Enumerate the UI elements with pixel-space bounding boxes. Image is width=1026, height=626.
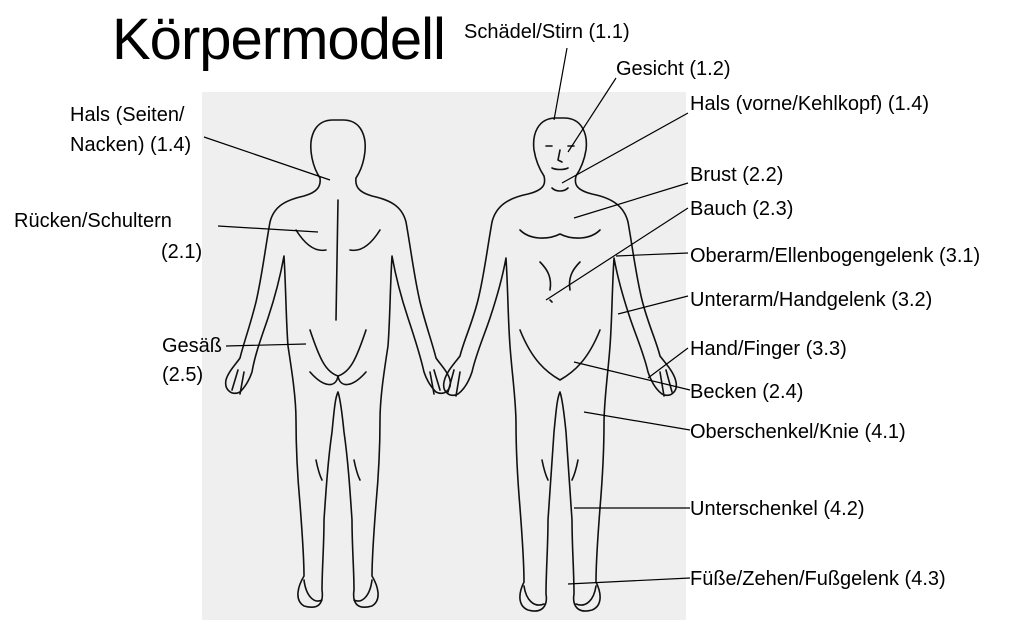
label-gesaess-line2: (2.5)	[162, 363, 222, 387]
leader-oberarm	[616, 253, 688, 256]
label-oberschenkel: Oberschenkel/Knie (4.1)	[690, 420, 906, 444]
label-brust: Brust (2.2)	[690, 163, 783, 187]
label-gesicht: Gesicht (1.2)	[616, 57, 730, 81]
page-title: Körpermodell	[112, 8, 445, 72]
label-gesaess: Gesäß (2.5)	[162, 334, 222, 387]
leader-hand	[648, 348, 688, 378]
front-figure	[444, 118, 677, 611]
label-bauch: Bauch (2.3)	[690, 197, 793, 221]
label-fuesse: Füße/Zehen/Fußgelenk (4.3)	[690, 567, 946, 591]
back-figure-outline	[226, 120, 451, 607]
back-figure	[226, 120, 451, 607]
leader-schaedel	[554, 48, 567, 120]
leader-unterarm	[618, 296, 688, 314]
label-hand: Hand/Finger (3.3)	[690, 337, 847, 361]
label-unterschenkel: Unterschenkel (4.2)	[690, 497, 865, 521]
leader-brust	[574, 183, 688, 218]
label-becken: Becken (2.4)	[690, 380, 803, 404]
leader-gesicht	[568, 78, 616, 152]
label-oberarm: Oberarm/Ellenbogengelenk (3.1)	[690, 244, 980, 268]
leader-hals-vorne	[562, 113, 688, 183]
label-hals-seiten-line1: Hals (Seiten/	[70, 103, 191, 127]
label-hals-seiten: Hals (Seiten/ Nacken) (1.4)	[70, 103, 191, 157]
leader-gesaess	[226, 344, 306, 346]
leader-lines	[204, 48, 690, 584]
label-hals-vorne: Hals (vorne/Kehlkopf) (1.4)	[690, 92, 929, 116]
front-figure-outline	[444, 118, 677, 611]
label-unterarm: Unterarm/Handgelenk (3.2)	[690, 288, 932, 312]
leader-oberschenkel	[584, 412, 690, 430]
label-ruecken-line2: (2.1)	[14, 240, 202, 264]
label-ruecken: Rücken/Schultern (2.1)	[14, 209, 202, 264]
label-gesaess-line1: Gesäß	[162, 334, 222, 358]
label-schaedel: Schädel/Stirn (1.1)	[464, 20, 630, 44]
label-hals-seiten-line2: Nacken) (1.4)	[70, 133, 191, 157]
leader-becken	[574, 362, 690, 390]
leader-fuesse	[568, 578, 690, 584]
label-ruecken-line1: Rücken/Schultern	[14, 209, 202, 233]
